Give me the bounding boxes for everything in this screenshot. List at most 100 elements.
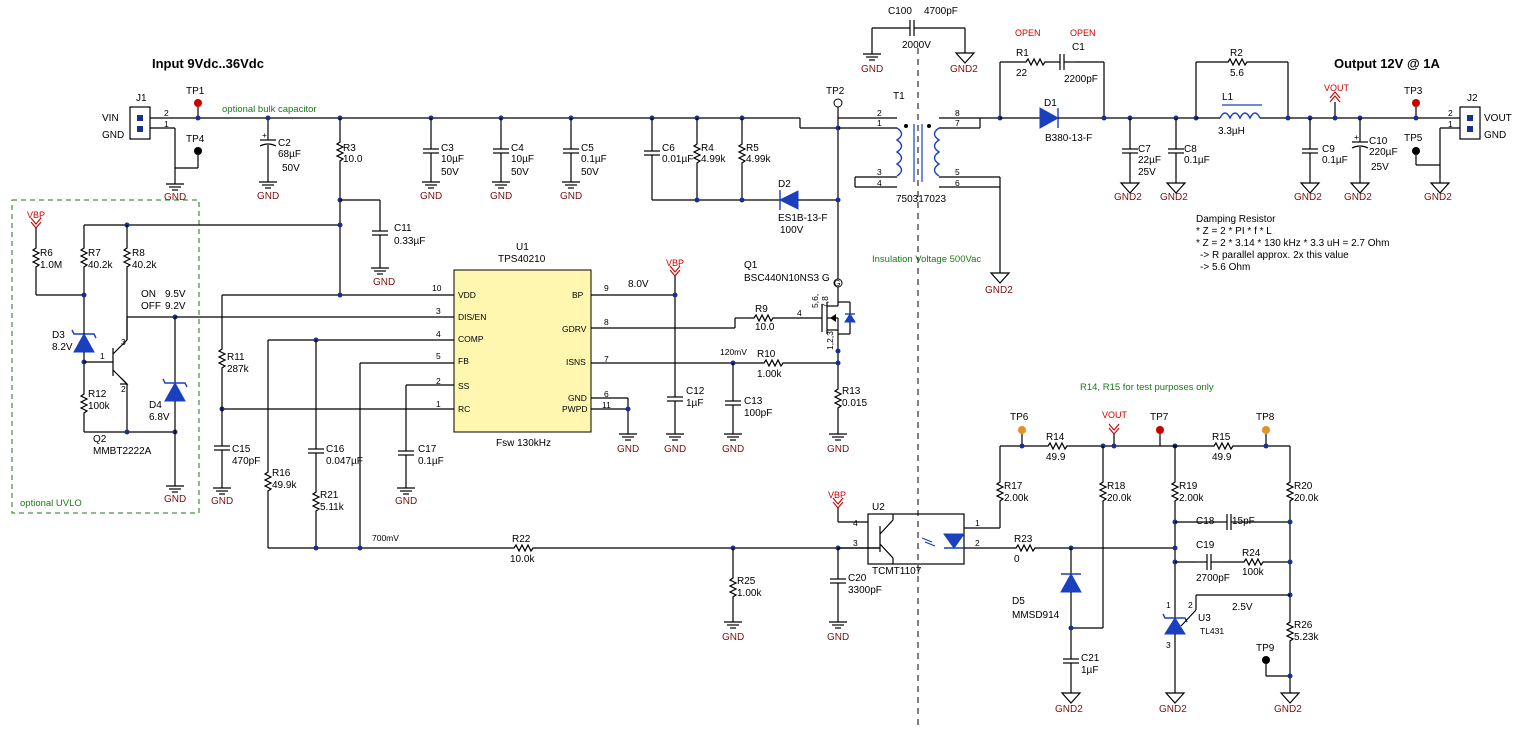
svg-text:GND: GND (211, 496, 233, 507)
capacitor-c15: C15 470pF GND (211, 434, 260, 507)
svg-text:0.33µF: 0.33µF (394, 236, 425, 247)
resistor-r20: R20 20.0k (1286, 446, 1319, 610)
svg-text:R8: R8 (132, 248, 145, 259)
svg-text:GND: GND (827, 632, 849, 643)
svg-text:R23: R23 (1014, 534, 1033, 545)
svg-text:10.0k: 10.0k (510, 554, 535, 565)
svg-text:J1: J1 (136, 93, 147, 104)
svg-text:TP2: TP2 (826, 86, 845, 97)
svg-text:2: 2 (975, 538, 980, 548)
compensation-network: R16 49.9k C16 0.047µF R21 5.11k C17 0.1µ… (264, 340, 510, 551)
resistor-r10: R10 1.00k (757, 349, 838, 380)
svg-text:R12: R12 (88, 389, 107, 400)
svg-text:10.0: 10.0 (755, 322, 775, 333)
svg-text:TP7: TP7 (1150, 412, 1169, 423)
resistor-r1: R1 22 (1000, 48, 1050, 79)
svg-text:GND2: GND2 (1160, 192, 1188, 203)
svg-text:0.1µF: 0.1µF (418, 456, 444, 467)
svg-text:2: 2 (877, 108, 882, 118)
tp8-marker (1262, 426, 1270, 434)
resistor-r17: R17 2.00k (996, 446, 1029, 528)
svg-text:6: 6 (604, 389, 609, 399)
svg-text:22: 22 (1016, 68, 1028, 79)
svg-text:MMSD914: MMSD914 (1012, 610, 1060, 621)
svg-text:GND: GND (827, 444, 849, 455)
svg-text:2: 2 (436, 376, 441, 386)
svg-text:PWPD: PWPD (562, 404, 588, 414)
svg-text:ISNS: ISNS (566, 357, 586, 367)
svg-text:-> R parallel approx. 2x this: -> R parallel approx. 2x this value (1200, 250, 1349, 261)
svg-text:GDRV: GDRV (562, 324, 587, 334)
resistor-r23: R23 0 (1011, 534, 1175, 565)
svg-text:B380-13-F: B380-13-F (1045, 133, 1092, 144)
svg-text:2200pF: 2200pF (1064, 74, 1098, 85)
svg-text:R13: R13 (842, 386, 861, 397)
svg-text:GND2: GND2 (1274, 704, 1302, 715)
svg-text:1.00k: 1.00k (757, 369, 782, 380)
svg-text:R1: R1 (1016, 48, 1029, 59)
svg-text:TP4: TP4 (186, 134, 205, 145)
svg-text:VIN: VIN (102, 113, 119, 124)
svg-text:4700pF: 4700pF (924, 6, 958, 17)
svg-text:R26: R26 (1294, 620, 1313, 631)
svg-text:1: 1 (975, 518, 980, 528)
svg-text:0.047µF: 0.047µF (326, 456, 363, 467)
svg-text:+: + (1354, 132, 1359, 142)
capacitor-c5: C5 0.1µF 50V GND (560, 115, 607, 202)
svg-text:C2: C2 (278, 138, 291, 149)
svg-text:3: 3 (853, 538, 858, 548)
svg-text:5,6,: 5,6, (810, 294, 820, 308)
svg-text:GND2: GND2 (1344, 192, 1372, 203)
u1-right-pins: BP GDRV ISNS GND PWPD 9 8 7 6 11 (562, 283, 611, 414)
svg-text:4: 4 (853, 518, 858, 528)
svg-text:5: 5 (955, 167, 960, 177)
svg-text:40.2k: 40.2k (88, 260, 113, 271)
svg-text:D1: D1 (1044, 98, 1057, 109)
svg-text:OFF: OFF (141, 301, 161, 312)
damping-note: Damping Resistor * Z = 2 * PI * f * L * … (1196, 214, 1389, 273)
svg-text:22µF: 22µF (1138, 155, 1161, 166)
svg-text:3: 3 (1166, 640, 1171, 650)
capacitor-c100: C100 4700pF 2000V (871, 6, 966, 51)
svg-text:C9: C9 (1322, 144, 1335, 155)
resistor-r13: R13 0.015 GND (827, 375, 867, 455)
svg-text:R10: R10 (757, 349, 776, 360)
svg-text:GND: GND (568, 393, 587, 403)
capacitor-c2: + C2 68µF 50V (259, 118, 301, 176)
capacitor-c3: C3 10µF 50V GND (420, 115, 464, 202)
svg-text:4: 4 (436, 329, 441, 339)
svg-text:287k: 287k (227, 364, 250, 375)
svg-text:R14: R14 (1046, 432, 1065, 443)
svg-text:1µF: 1µF (1081, 665, 1098, 676)
svg-text:700mV: 700mV (372, 533, 399, 543)
svg-text:50V: 50V (581, 167, 599, 178)
svg-text:5: 5 (436, 351, 441, 361)
svg-text:R15: R15 (1212, 432, 1231, 443)
svg-text:1.00k: 1.00k (737, 588, 762, 599)
svg-text:1: 1 (164, 119, 169, 129)
svg-text:GND: GND (861, 64, 883, 75)
svg-text:GND: GND (490, 191, 512, 202)
tp7-marker (1156, 426, 1164, 434)
svg-text:25V: 25V (1371, 162, 1389, 173)
u1-fsw: Fsw 130kHz (496, 438, 551, 449)
svg-text:D4: D4 (149, 400, 162, 411)
svg-text:100pF: 100pF (744, 408, 772, 419)
svg-text:GND: GND (395, 496, 417, 507)
svg-text:7,8: 7,8 (820, 296, 830, 308)
svg-text:C3: C3 (441, 143, 454, 154)
svg-text:1: 1 (436, 399, 441, 409)
svg-text:49.9k: 49.9k (272, 480, 297, 491)
svg-text:100k: 100k (88, 401, 111, 412)
svg-text:VDD: VDD (458, 290, 476, 300)
svg-text:GND: GND (164, 192, 186, 203)
svg-text:0.1µF: 0.1µF (581, 154, 607, 165)
svg-text:40.2k: 40.2k (132, 260, 157, 271)
svg-text:VBP: VBP (27, 210, 45, 220)
svg-text:10: 10 (432, 283, 442, 293)
u1-left-pins: VDD DIS/EN COMP FB SS RC 10 3 4 5 2 1 (432, 283, 486, 414)
uvlo-note: optional UVLO (20, 498, 82, 509)
capacitor-c19-r24: C19 2700pF R24 100k (1175, 540, 1290, 584)
transformer-t1: 2 1 3 4 8 7 5 6 T1 750317023 (838, 91, 1001, 205)
